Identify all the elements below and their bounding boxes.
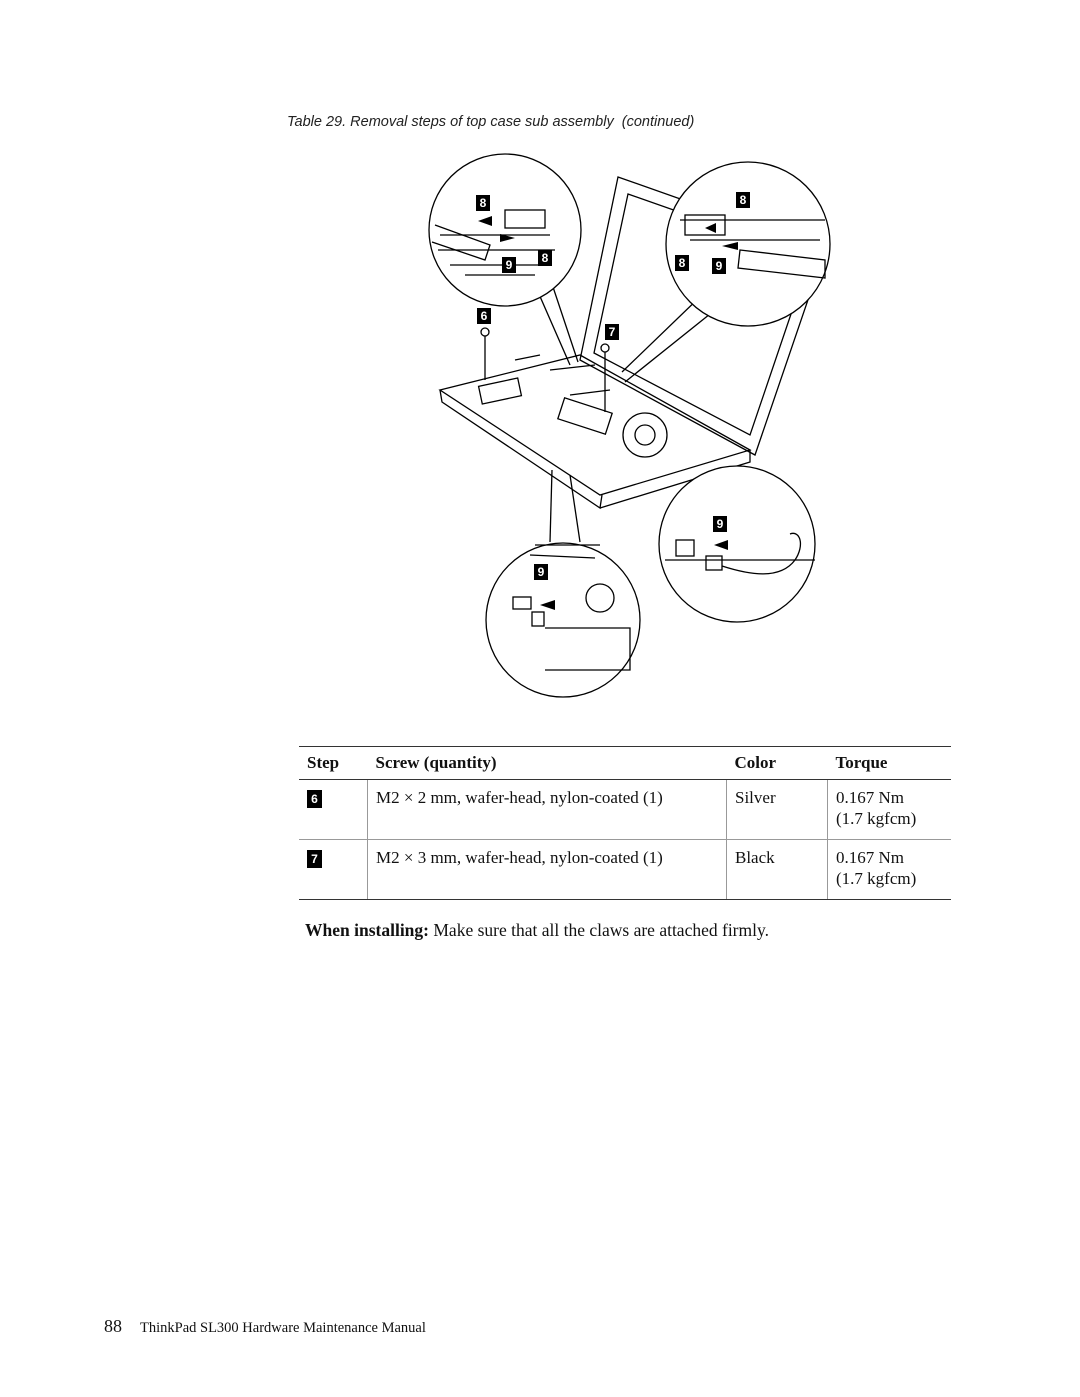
callout-9: 9	[506, 258, 513, 272]
torque-kgf: (1.7 kgfcm)	[836, 869, 917, 888]
color-cell: Silver	[726, 779, 828, 840]
installation-note: When installing: Make sure that all the …	[305, 920, 769, 941]
callout-9: 9	[716, 259, 723, 273]
page-number: 88	[104, 1316, 122, 1336]
callout-9: 9	[717, 517, 724, 531]
callout-8: 8	[679, 256, 686, 270]
table-row: 7 M2 × 3 mm, wafer-head, nylon-coated (1…	[299, 839, 951, 900]
top-case-removal-illustration: 8 8 9 8 8 9 6 7 9 9	[428, 153, 831, 698]
callout-8: 8	[542, 251, 549, 265]
note-text: Make sure that all the claws are attache…	[429, 920, 769, 940]
torque-cell: 0.167 Nm (1.7 kgfcm)	[827, 779, 951, 840]
step-badge: 7	[307, 850, 322, 868]
manual-title: ThinkPad SL300 Hardware Maintenance Manu…	[140, 1320, 426, 1336]
color-cell: Black	[726, 839, 828, 900]
page-footer: 88 ThinkPad SL300 Hardware Maintenance Ma…	[104, 1316, 426, 1337]
step-badge: 6	[307, 790, 322, 808]
torque-nm: 0.167 Nm	[836, 788, 904, 807]
screw-cell: M2 × 3 mm, wafer-head, nylon-coated (1)	[367, 839, 727, 900]
callout-8: 8	[740, 193, 747, 207]
table-caption: Table 29. Removal steps of top case sub …	[287, 114, 695, 130]
table-row: 6 M2 × 2 mm, wafer-head, nylon-coated (1…	[299, 779, 951, 840]
header-torque: Torque	[827, 746, 951, 780]
callout-8: 8	[480, 196, 487, 210]
torque-kgf: (1.7 kgfcm)	[836, 809, 917, 828]
callout-7: 7	[609, 325, 616, 339]
torque-nm: 0.167 Nm	[836, 848, 904, 867]
callout-6: 6	[481, 309, 488, 323]
torque-cell: 0.167 Nm (1.7 kgfcm)	[827, 839, 951, 900]
header-screw: Screw (quantity)	[367, 746, 727, 780]
screw-spec-table: Step Screw (quantity) Color Torque 6 M2 …	[299, 746, 951, 900]
header-step: Step	[299, 746, 368, 780]
note-label: When installing:	[305, 920, 429, 940]
header-color: Color	[726, 746, 828, 780]
callout-9: 9	[538, 565, 545, 579]
screw-cell: M2 × 2 mm, wafer-head, nylon-coated (1)	[367, 779, 727, 840]
